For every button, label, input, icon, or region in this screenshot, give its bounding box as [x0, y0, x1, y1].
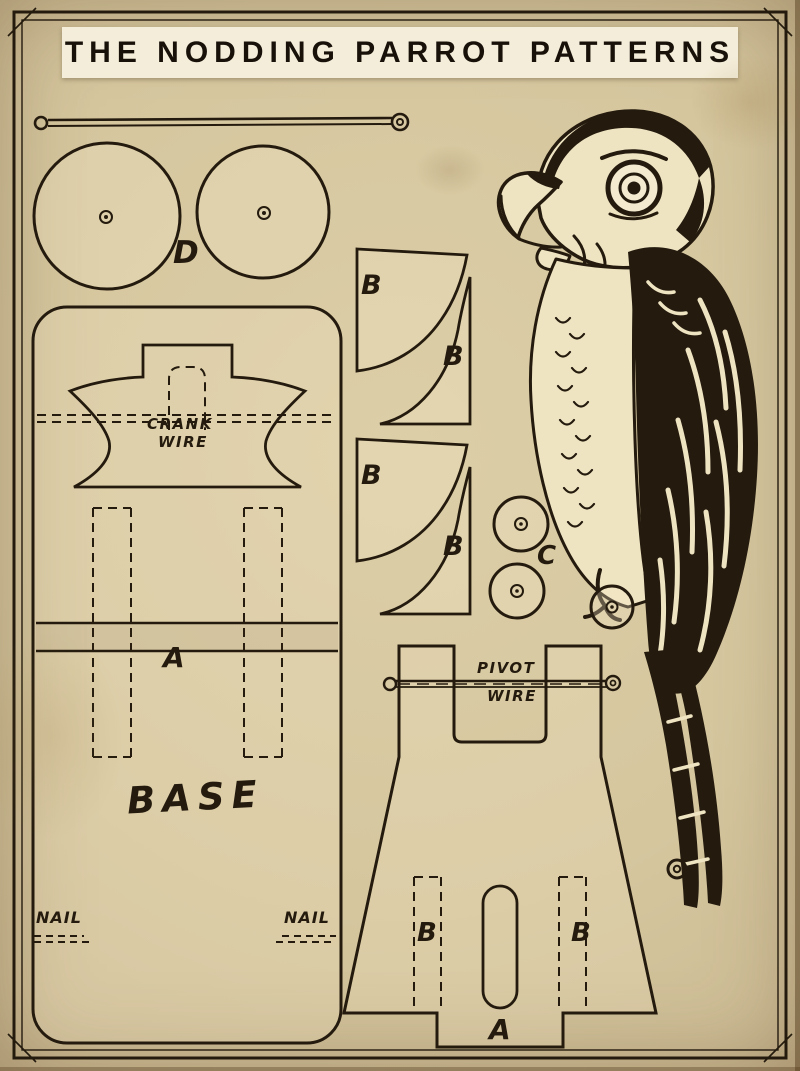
pivot-body-outline — [342, 644, 658, 1049]
parrot-cere — [527, 172, 561, 189]
parrot-nape — [676, 178, 705, 242]
wing-feather-highlights — [654, 297, 743, 673]
wheels-c — [488, 495, 550, 620]
pivot-wire-label-line1: PIVOT — [477, 659, 536, 677]
wheels-label: C — [537, 541, 557, 571]
crank-wire-label-line1: CRANK — [147, 415, 213, 433]
disc-label: D — [173, 235, 199, 271]
parrot-eye — [600, 149, 668, 221]
tail-eyelet — [666, 858, 688, 880]
crank-wire-slot — [168, 366, 206, 430]
pivot-body-pattern — [342, 644, 658, 1049]
breast-feather-marks — [554, 316, 596, 528]
brackets-b — [355, 247, 472, 616]
crank-plate-outline — [67, 343, 308, 489]
shoulder-scallops — [646, 280, 702, 336]
nail-label-left: NAIL — [36, 908, 82, 927]
bracket-label-3: B — [361, 460, 382, 491]
base-strip-label: A — [163, 641, 185, 674]
crank-wire-label-line2: WIRE — [158, 433, 208, 451]
bracket-label-2: B — [443, 341, 464, 372]
pivot-wire-label-line2: WIRE — [487, 687, 537, 705]
center-slot — [481, 884, 519, 1010]
parrot-head-cap — [541, 111, 710, 196]
bracket-label-1: B — [361, 270, 382, 301]
tail-stripe-highlights — [666, 714, 710, 866]
page-title: THE NODDING PARROT PATTERNS — [64, 35, 736, 69]
base-outline — [31, 305, 343, 1045]
body-right-label: B — [571, 918, 591, 948]
bracket-piece — [355, 247, 469, 373]
parrot-tail-feather — [672, 660, 723, 906]
base-label: BASE — [125, 772, 265, 823]
scan-edge — [0, 1067, 800, 1071]
border-frame — [7, 7, 793, 1063]
base-dashed-lines — [37, 366, 337, 758]
base-pattern — [31, 305, 343, 1045]
scan-edge — [795, 0, 800, 1071]
parrot-tail — [644, 650, 699, 908]
bracket-label-4: B — [443, 531, 464, 562]
nail-mark-dashes — [34, 935, 336, 943]
perch-wheel — [589, 584, 635, 630]
parrot-mouth-line — [517, 237, 563, 249]
title-banner: THE NODDING PARROT PATTERNS — [62, 27, 738, 78]
parrot-illustration — [496, 109, 758, 908]
body-left-label: B — [417, 918, 437, 948]
discs-d — [32, 141, 331, 291]
pivot-wire-rod — [382, 674, 622, 692]
bracket-piece — [379, 466, 472, 616]
body-base-label: A — [489, 1013, 511, 1046]
body-dashed-strips — [413, 876, 587, 1012]
bracket-piece — [379, 276, 472, 426]
cross-strip-shading — [36, 623, 338, 651]
nail-label-right: NAIL — [284, 908, 330, 927]
crank-wire-rod — [33, 112, 410, 132]
bracket-piece — [355, 437, 469, 563]
